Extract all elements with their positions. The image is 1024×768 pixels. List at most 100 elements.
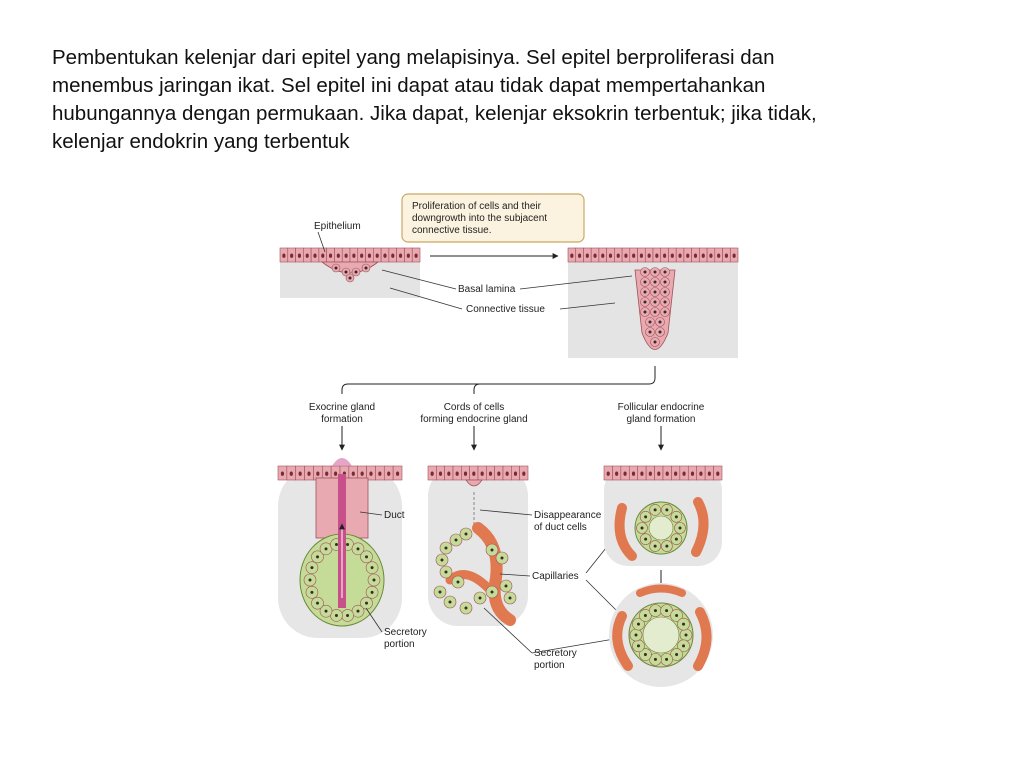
label-secretory-right-2: portion (534, 660, 565, 671)
cell-nucleus (593, 253, 597, 258)
label-epithelium: Epithelium (314, 221, 361, 232)
cell-nucleus (375, 253, 379, 258)
cell-nucleus (623, 471, 627, 476)
cell-nucleus (678, 526, 682, 530)
cell-nucleus (663, 310, 667, 314)
cell-nucleus (717, 253, 721, 258)
branch-follicular-line-2: gland formation (627, 414, 696, 425)
cell-nucleus (356, 547, 360, 551)
cell-nucleus (365, 555, 369, 559)
cell-nucleus (639, 253, 644, 258)
cell-nucleus (463, 471, 468, 476)
cell-nucleus (360, 253, 364, 258)
cell-nucleus (732, 253, 736, 258)
cell-nucleus (500, 556, 504, 560)
pointer-epithelium (317, 231, 326, 253)
follicle-capillary-5 (636, 584, 686, 597)
cell-nucleus (334, 613, 338, 617)
cell-nucleus (684, 633, 688, 637)
cell-nucleus (455, 471, 459, 476)
cell-nucleus (315, 601, 319, 605)
cell-nucleus (665, 471, 669, 476)
callout-background (401, 193, 585, 243)
cell-nucleus (653, 300, 657, 304)
label-secretory-left-2: portion (384, 639, 415, 650)
cell-nucleus (670, 253, 674, 258)
cell-nucleus (490, 548, 494, 552)
cell-nucleus (297, 253, 302, 258)
cell-nucleus (348, 276, 352, 280)
cell-nucleus (464, 532, 468, 536)
follicle-capillary-4 (693, 607, 712, 671)
stage-early-epithelium (279, 247, 421, 298)
pointer-secretory-cords (483, 607, 533, 654)
branch-cords-line-2: forming endocrine gland (420, 414, 527, 425)
cell-nucleus (655, 253, 659, 258)
cell-nucleus (636, 622, 640, 626)
branch-follicular-line-1: Follicular endocrine (618, 402, 705, 413)
cell-nucleus (693, 253, 698, 258)
cell-nucleus (352, 253, 356, 258)
cell-nucleus (643, 290, 647, 294)
cell-nucleus (280, 471, 285, 476)
cell-nucleus (648, 320, 652, 324)
cell-nucleus (448, 600, 452, 604)
pointer-basal-left (381, 269, 457, 290)
cell-nucleus (709, 253, 713, 258)
cell-nucleus (447, 471, 451, 476)
cell-nucleus (665, 657, 669, 661)
cell-nucleus (570, 253, 574, 258)
gland-formation-diagram: Epithelium Proliferation of cells and th… (277, 193, 739, 687)
secretion-release (332, 458, 352, 466)
follicle-early-cells (636, 504, 686, 552)
cell-nucleus (282, 253, 286, 258)
cell-nucleus (395, 471, 400, 476)
cell-nucleus (383, 253, 387, 258)
cell-nucleus (643, 300, 647, 304)
cell-nucleus (490, 590, 494, 594)
cell-nucleus (658, 320, 662, 324)
cell-nucleus (643, 280, 647, 284)
label-secretory-left-1: Secretory (384, 627, 427, 638)
pointer-secretory-follicle (531, 637, 621, 654)
cell-nucleus (644, 515, 648, 519)
cell-nucleus (298, 471, 302, 476)
cell-nucleus (440, 558, 444, 562)
cell-nucleus (313, 253, 317, 258)
cell-nucleus (606, 471, 610, 476)
cell-nucleus (585, 253, 589, 258)
cell-nucleus (289, 471, 293, 476)
cell-nucleus (315, 555, 319, 559)
cell-nucleus (391, 253, 395, 258)
branch-line-main (341, 366, 656, 394)
cell-nucleus (653, 290, 657, 294)
cell-nucleus (321, 253, 325, 258)
cell-nucleus (631, 471, 636, 476)
cell-nucleus (674, 471, 678, 476)
endocrine-cords (427, 465, 529, 626)
label-disappearance-2: of duct cells (534, 522, 587, 533)
pointer-secretory-left (365, 607, 383, 633)
cell-nucleus (634, 633, 638, 637)
cell-nucleus (657, 471, 661, 476)
cell-nucleus (334, 543, 338, 547)
cell-nucleus (369, 471, 373, 476)
cell-nucleus (316, 471, 320, 476)
cell-nucleus (643, 653, 647, 657)
cell-nucleus (497, 471, 501, 476)
cell-nucleus (356, 609, 360, 613)
cords-capillary-2 (445, 570, 493, 593)
cell-nucleus (508, 596, 512, 600)
cell-nucleus (665, 544, 669, 548)
cell-nucleus (707, 471, 711, 476)
cell-nucleus (662, 253, 667, 258)
exocrine-surface-epithelium (277, 465, 403, 481)
cell-nucleus (674, 537, 678, 541)
cell-nucleus (414, 253, 418, 258)
cell-nucleus (325, 471, 329, 476)
cell-nucleus (354, 270, 358, 274)
cords-remnant (465, 479, 483, 487)
cell-nucleus (653, 340, 657, 344)
branch-exocrine-line-1: Exocrine gland (309, 402, 375, 413)
cell-nucleus (351, 471, 355, 476)
